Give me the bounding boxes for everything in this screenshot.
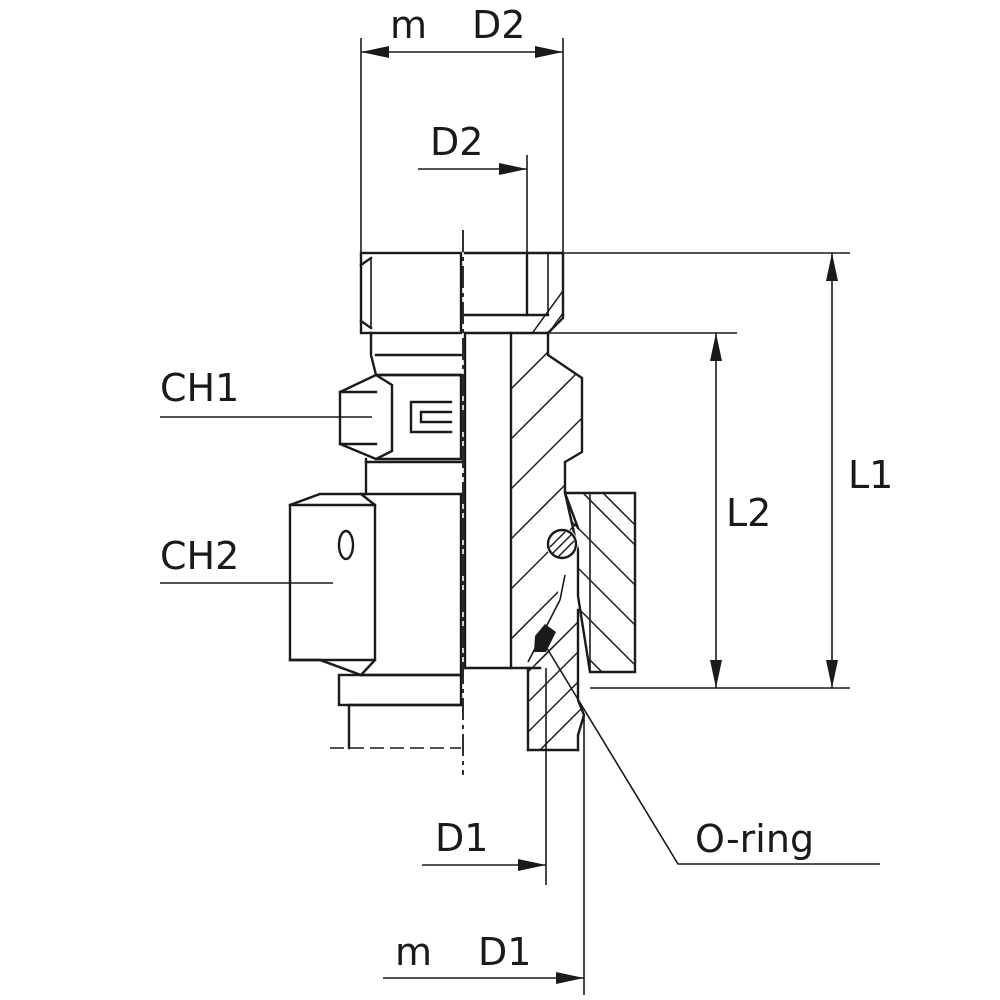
dimension-m-d2: m D2 [360,3,564,253]
ch1-label: CH1 [160,366,239,410]
m-d2-prefix: m [390,3,427,47]
dimension-d2: D2 [418,120,528,253]
leader-ch1: CH1 [160,366,372,418]
section-view [463,251,637,752]
dimension-l2: L2 [548,332,771,688]
m-d2-label: D2 [472,3,525,47]
m-d1-prefix: m [395,930,432,974]
leader-o-ring: O-ring [544,644,880,865]
external-view [288,251,463,750]
nut-oval-marking [337,529,355,561]
ch2-label: CH2 [160,534,239,578]
d2-label: D2 [430,120,483,164]
l2-label: L2 [726,491,771,535]
m-d1-label: D1 [478,930,531,974]
o-ring-seal [534,624,556,652]
dimension-d1: D1 [422,668,547,885]
d1-label: D1 [435,816,488,860]
groove-marking-icon [409,400,453,434]
l1-label: L1 [848,453,893,497]
dimension-m-d1: m D1 [383,715,585,995]
o-ring-round-section [546,528,578,560]
leader-ch2: CH2 [160,534,333,584]
dimension-l1: L1 [563,252,893,689]
o-ring-label: O-ring [695,817,814,861]
